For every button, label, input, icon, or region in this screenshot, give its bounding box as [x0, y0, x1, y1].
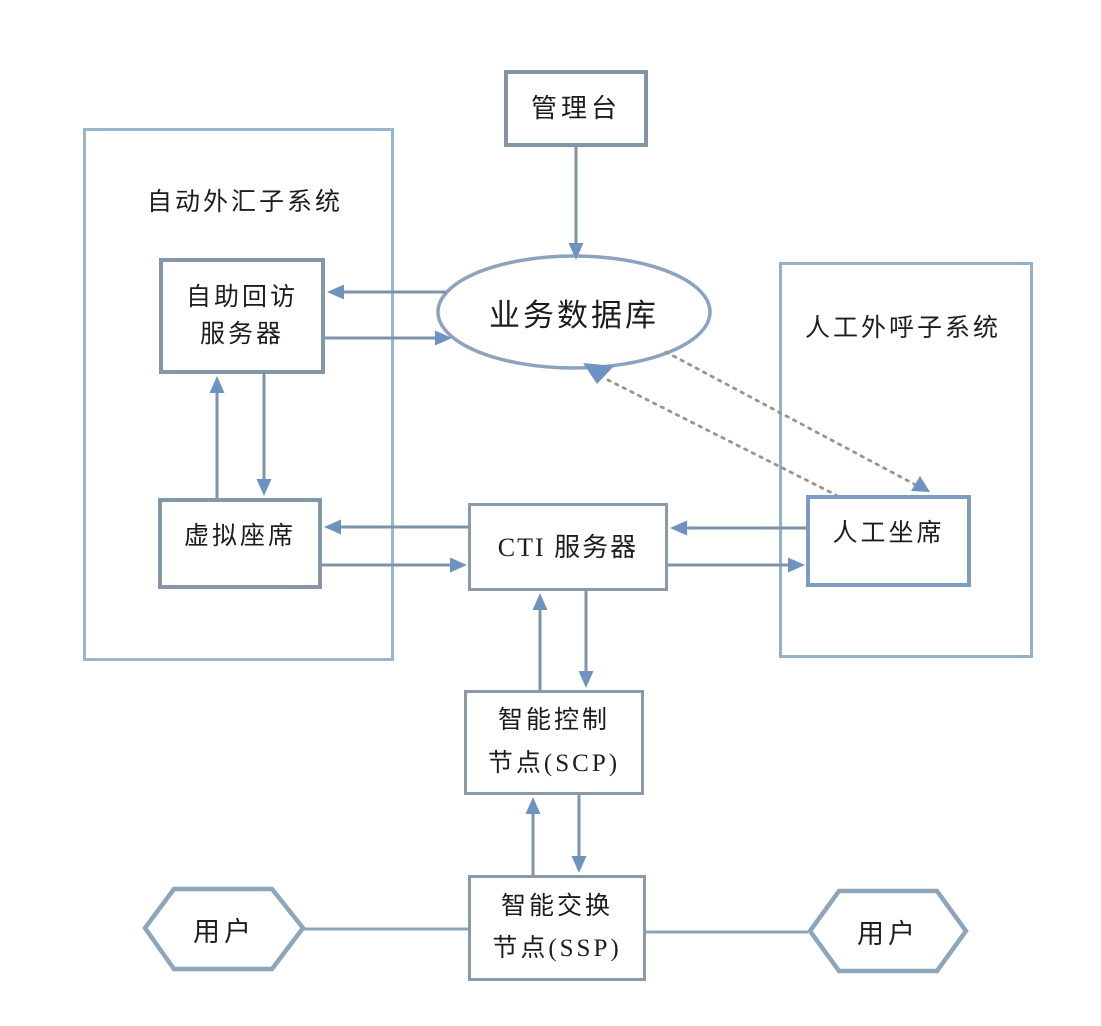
arrowhead-database-to-manual: [911, 476, 930, 492]
auto-outbound-subsystem-title: 自动外汇子系统: [146, 189, 343, 216]
container-auto-outbound-subsystem: [83, 128, 394, 661]
arrowhead-scp-to-cti: [532, 593, 548, 610]
dotted-line-database-to-manual: [664, 350, 916, 486]
dotted-line-manual-to-database: [606, 378, 838, 497]
container-manual-outbound-subsystem: [779, 262, 1033, 658]
node-callback-server: 自助回访 服务器: [159, 258, 325, 374]
arrowhead-ssp-to-scp: [525, 797, 541, 814]
arrowhead-virtual-to-cti: [450, 557, 467, 573]
node-virtual-agent: 虚拟座席: [158, 498, 322, 589]
node-ssp: 智能交换 节点(SSP): [468, 875, 646, 981]
arrowhead-callback-to-virtual: [256, 479, 272, 496]
arrowhead-manual-to-database: [583, 363, 614, 384]
node-cti-server: CTI 服务器: [468, 503, 668, 591]
arrowhead-database-to-callback: [327, 284, 344, 300]
node-management-console: 管理台: [504, 70, 648, 147]
arrowhead-callback-to-database: [435, 330, 452, 346]
dotted-connectors: [583, 350, 930, 497]
node-user-right-label: 用户: [857, 918, 919, 949]
arrowhead-manual-to-cti: [670, 520, 687, 536]
arrowhead-cti-to-manual: [788, 557, 805, 573]
user-left-hexagon: [142, 886, 306, 972]
arrowhead-virtual-to-callback: [209, 376, 225, 393]
user-trunk-lines: [303, 927, 808, 934]
solid-connectors: [209, 147, 806, 875]
arrowhead-cti-to-virtual: [324, 519, 341, 535]
node-manual-agent: 人工坐席: [806, 495, 971, 587]
arrowhead-scp-to-ssp: [571, 856, 587, 873]
node-user-left-label: 用户: [193, 916, 255, 947]
manual-outbound-subsystem-title: 人工外呼子系统: [804, 315, 1001, 342]
node-business-database-label: 业务数据库: [489, 297, 659, 333]
user-right-hexagon: [807, 888, 969, 974]
arrowhead-console-to-database: [568, 243, 584, 260]
arrowhead-cti-to-scp: [578, 671, 594, 688]
database-ellipse: [436, 254, 712, 370]
node-scp: 智能控制 节点(SCP): [464, 690, 644, 795]
